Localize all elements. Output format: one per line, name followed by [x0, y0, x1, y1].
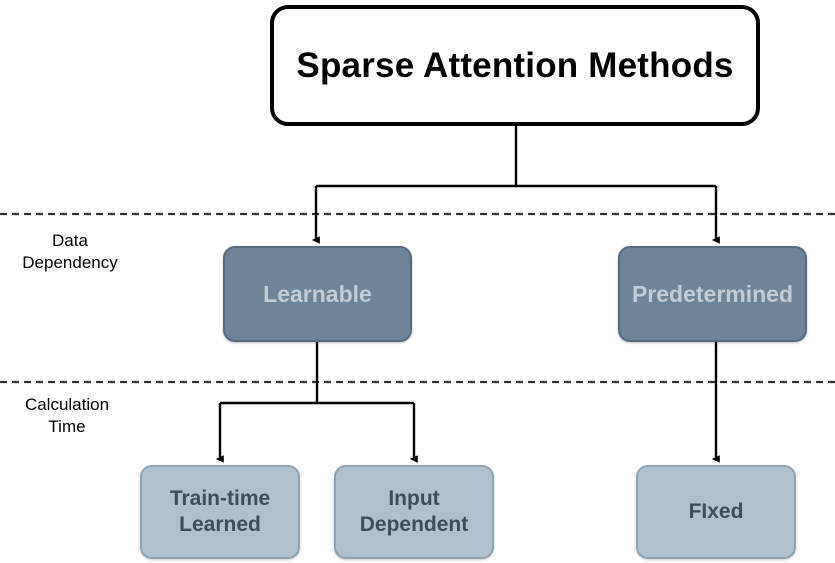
tier-label-data-dependency-line1: Data — [52, 231, 88, 250]
node-fixed-label: FIxed — [688, 499, 744, 523]
node-sparse-attention-methods[interactable]: Sparse Attention Methods — [270, 5, 760, 126]
node-train-time-learned-line2: Learned — [179, 513, 261, 536]
tier-label-data-dependency-line2: Dependency — [22, 253, 118, 273]
node-learnable[interactable]: Learnable — [223, 246, 412, 342]
tier-label-calculation-time-line1: Calculation — [24, 395, 110, 414]
node-train-time-learned[interactable]: Train-time Learned — [140, 465, 300, 559]
node-predetermined-label: Predetermined — [631, 280, 794, 307]
tier-label-calculation-time-line2: Time — [48, 417, 86, 437]
node-predetermined[interactable]: Predetermined — [618, 246, 807, 342]
node-input-dependent-line2: Dependent — [359, 513, 469, 536]
node-fixed[interactable]: FIxed — [636, 465, 796, 559]
node-input-dependent-line1: Input — [388, 486, 440, 510]
node-learnable-label: Learnable — [263, 280, 372, 307]
tier-label-calculation-time: Calculation Time — [0, 394, 162, 438]
tier-label-data-dependency: Data Dependency — [0, 230, 165, 274]
node-train-time-learned-label: Train-time Learned — [170, 486, 270, 539]
node-root-label: Sparse Attention Methods — [296, 45, 734, 85]
node-input-dependent-label: Input Dependent — [360, 486, 469, 539]
node-input-dependent[interactable]: Input Dependent — [334, 465, 494, 559]
node-train-time-learned-line1: Train-time — [169, 486, 271, 510]
